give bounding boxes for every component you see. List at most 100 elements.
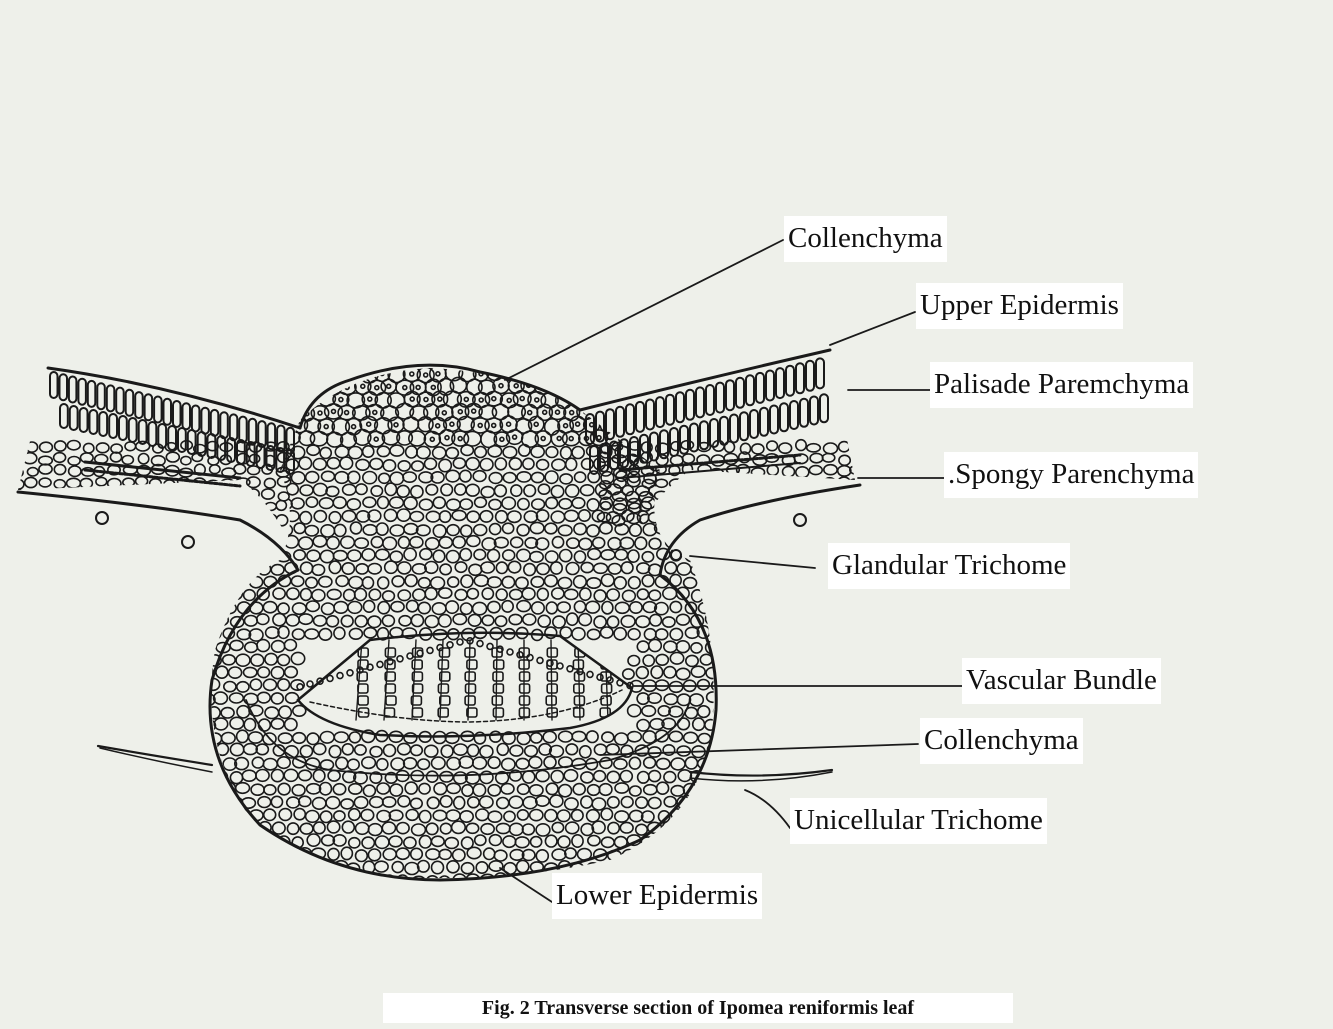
xylem-cell <box>492 696 502 705</box>
parenchyma-cell <box>221 708 234 718</box>
parenchyma-cell <box>348 471 360 483</box>
parenchyma-cell <box>277 393 293 408</box>
parenchyma-cell <box>377 811 390 822</box>
parenchyma-cell <box>273 822 286 834</box>
parenchyma-cell <box>286 459 299 470</box>
cell-nucleus <box>249 383 253 387</box>
parenchyma-cell <box>461 863 473 874</box>
spongy-cell <box>738 515 749 525</box>
parenchyma-cell <box>720 485 734 497</box>
parenchyma-cell <box>495 458 506 470</box>
xylem-cell <box>465 672 475 681</box>
spongy-cell <box>853 452 864 463</box>
spongy-cell <box>109 515 123 526</box>
parenchyma-cell <box>223 603 236 614</box>
cell-nucleus <box>541 437 545 441</box>
parenchyma-cell <box>623 590 636 601</box>
parenchyma-cell <box>644 785 657 795</box>
parenchyma-cell <box>294 523 305 533</box>
parenchyma-cell <box>375 861 388 872</box>
parenchyma-cell <box>476 809 489 821</box>
parenchyma-cell <box>327 537 339 549</box>
parenchyma-cell <box>732 745 745 757</box>
parenchyma-cell <box>677 563 691 575</box>
parenchyma-cell <box>384 745 396 757</box>
parenchyma-cell <box>271 667 284 679</box>
parenchyma-cell <box>328 770 340 781</box>
palisade-cell <box>820 394 828 422</box>
parenchyma-cell <box>404 837 416 848</box>
spongy-cell <box>54 453 66 463</box>
parenchyma-cell <box>356 564 368 574</box>
parenchyma-cell <box>404 733 417 743</box>
parenchyma-cell <box>558 836 570 848</box>
parenchyma-cell <box>721 720 733 730</box>
parenchyma-cell <box>242 875 255 886</box>
cell-nucleus <box>492 397 496 401</box>
palisade-cell <box>756 373 764 403</box>
spongy-cell <box>12 515 25 526</box>
palisade-cell <box>149 422 157 446</box>
cell-nucleus <box>324 425 328 429</box>
cell-nucleus <box>213 424 217 428</box>
xylem-cell <box>467 660 477 669</box>
spongy-cell <box>39 503 53 511</box>
bundle-sheath-cell <box>487 643 493 649</box>
parenchyma-cell <box>412 461 424 471</box>
spongy-cell <box>56 512 67 523</box>
parenchyma-cell <box>516 758 529 769</box>
parenchyma-cell <box>727 732 740 743</box>
parenchyma-cell <box>271 796 282 807</box>
parenchyma-cell <box>230 743 243 755</box>
palisade-cell <box>78 379 86 405</box>
parenchyma-cell <box>355 589 367 601</box>
parenchyma-cell <box>686 498 697 508</box>
parenchyma-cell <box>398 537 409 549</box>
parenchyma-cell <box>379 473 390 483</box>
parenchyma-cell <box>607 616 618 628</box>
parenchyma-cell <box>299 614 313 624</box>
parenchyma-cell <box>461 603 473 614</box>
parenchyma-cell <box>314 822 326 834</box>
spongy-cell <box>839 442 850 452</box>
parenchyma-cell <box>580 588 591 600</box>
cell-nucleus <box>639 411 643 415</box>
parenchyma-cell <box>258 563 271 575</box>
parenchyma-cell <box>530 810 543 821</box>
palisade-cell <box>183 403 191 429</box>
parenchyma-cell <box>714 783 725 795</box>
parenchyma-cell <box>560 550 572 562</box>
parenchyma-cell <box>488 446 502 457</box>
xylem-cell <box>547 672 557 681</box>
parenchyma-cell <box>638 772 649 784</box>
parenchyma-cell <box>341 536 355 548</box>
parenchyma-cell <box>411 848 423 859</box>
parenchyma-cell <box>546 602 557 614</box>
parenchyma-cell <box>468 744 479 756</box>
parenchyma-cell <box>312 565 324 576</box>
parenchyma-cell <box>546 447 558 458</box>
parenchyma-cell <box>258 797 271 808</box>
parenchyma-cell <box>195 652 207 664</box>
parenchyma-cell <box>356 873 367 884</box>
parenchyma-cell <box>544 365 561 380</box>
parenchyma-cell <box>251 784 264 795</box>
cell-nucleus <box>442 411 446 415</box>
parenchyma-cell <box>670 653 683 665</box>
parenchyma-cell <box>285 536 299 548</box>
parenchyma-cell <box>440 772 453 782</box>
parenchyma-cell <box>320 732 334 744</box>
parenchyma-cell <box>279 524 293 536</box>
parenchyma-cell <box>412 824 426 836</box>
cell-nucleus <box>374 437 378 441</box>
parenchyma-cell <box>566 563 579 575</box>
palisade-cell <box>636 402 644 432</box>
parenchyma-cell <box>194 680 208 691</box>
parenchyma-cell <box>637 589 648 599</box>
spongy-cell <box>865 467 878 478</box>
xylem-cell <box>385 648 395 657</box>
parenchyma-cell <box>305 526 318 536</box>
parenchyma-cell <box>572 447 584 459</box>
parenchyma-cell <box>671 786 684 796</box>
parenchyma-cell <box>649 771 661 782</box>
